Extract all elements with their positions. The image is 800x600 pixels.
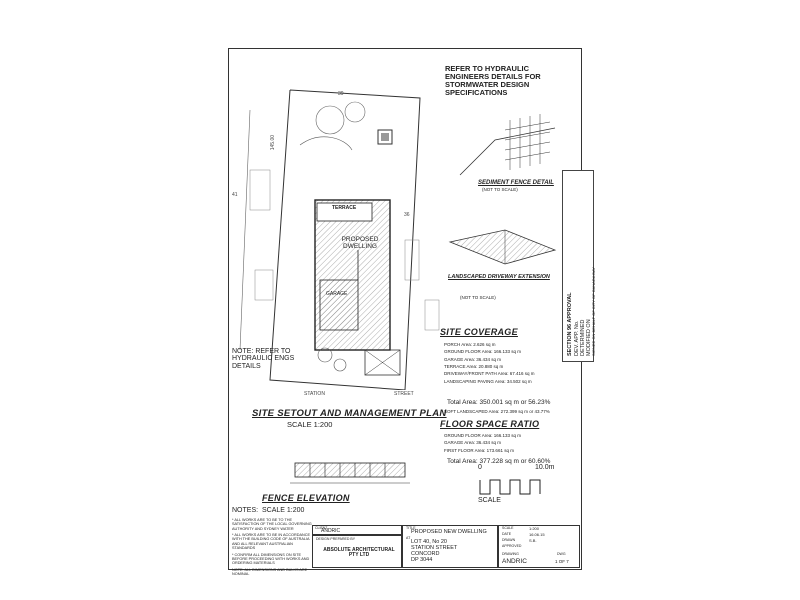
scale-bar-start: 0 (478, 464, 482, 471)
fsr-total: Total Area: 377.228 sq m or 60.60% (447, 458, 551, 465)
designed-by-label: DESIGN PREPARED BY (316, 537, 356, 541)
dwg-number: 1 OF 7 (555, 559, 569, 564)
sediment-fence-detail (459, 114, 556, 176)
dwelling-label: PROPOSED DWELLING (341, 236, 379, 250)
coverage-row: LANDSCAPING PAVING Area: 34.502 sq m (444, 378, 532, 384)
site-plan-drawing (239, 89, 440, 390)
site-plan-title: SITE SETOUT AND MANAGEMENT PLAN (252, 408, 447, 419)
fsr-row: FIRST FLOOR Area: 173.661 sq m (444, 447, 514, 453)
coverage-row: TERRACE Area: 20.880 sq m (444, 363, 504, 369)
fsr-list: GROUND FLOOR Area: 166.133 sq m GARAGE A… (444, 433, 522, 456)
drawing-label: DRAWING (502, 552, 519, 556)
fence-scale: SCALE 1:200 (262, 507, 305, 514)
stamp-line: SIGNED ON BEHALF OF CITY OF CANADA BAY (591, 267, 596, 356)
address-line-2: STATION STREET (411, 545, 458, 551)
notes-title: NOTES: (232, 507, 259, 514)
sediment-fence-title: SEDIMENT FENCE DETAIL (478, 180, 554, 186)
lot-number-mid: 36 (404, 212, 410, 218)
garage-label: GARAGE (326, 291, 348, 297)
fence-elevation-drawing (290, 462, 410, 484)
coverage-row: DRIVEWAY/FRONT PATH Area: 67.416 sq m (444, 371, 535, 377)
note-footer: NOTE: ALL DIMENSIONS AND BULKS ARE NOMIN… (232, 567, 308, 576)
project-title: PROPOSED NEW DWELLING (411, 529, 487, 535)
address-line-3: CONCORD (411, 551, 440, 557)
drawing-info-cell: SCALE 1:200 DATE 16.06.15 DRAWN S.B. APP… (498, 525, 580, 568)
scale-bar-end: 10.0m (535, 464, 555, 471)
client-label: CLIENT (315, 526, 328, 530)
site-coverage-list: PORCH Area: 2.626 sq m GROUND FLOOR Area… (444, 342, 535, 387)
fsr-title: FLOOR SPACE RATIO (440, 419, 540, 429)
date-label: DATE (502, 532, 512, 536)
site-plan-scale: SCALE 1:200 (287, 420, 333, 429)
not-to-scale-1: (NOT TO SCALE) (482, 187, 518, 192)
site-coverage-total: Total Area: 350.001 sq m or 56.23% (447, 399, 551, 406)
coverage-row: GARAGE Area: 36.434 sq m (444, 356, 502, 362)
note-item: * ALL WORKS ARE TO BE IN ACCORDANCE WITH… (232, 533, 310, 551)
coverage-row: GROUND FLOOR Area: 166.133 sq m (444, 349, 522, 355)
stamp-line: SECTION 96 APPROVAL (567, 292, 573, 356)
deposited-plan: DP 3044 (411, 557, 433, 563)
note-item: * ALL WORKS ARE TO BE TO THE SATISFACTIO… (232, 518, 312, 531)
project-cell: TITLE PROPOSED NEW DWELLING AT LOT 40, N… (402, 525, 498, 568)
fsr-row: GROUND FLOOR Area: 166.133 sq m (444, 433, 522, 438)
at-label: AT (406, 536, 411, 540)
lot-number-top: 39 (338, 91, 344, 97)
not-to-scale-2: (NOT TO SCALE) (460, 295, 496, 300)
coverage-row: PORCH Area: 2.626 sq m (444, 342, 496, 347)
drawn-label: DRAWN (502, 538, 516, 542)
client-cell: CLIENT ANDRIC (312, 525, 402, 535)
driveway-detail (448, 229, 557, 265)
council-approval-stamp: SECTION 96 APPROVAL DEV. APP. No. DETERM… (562, 170, 596, 362)
notes-list: * ALL WORKS ARE TO BE TO THE SATISFACTIO… (232, 518, 312, 576)
title-block: CLIENT ANDRIC DESIGN PREPARED BY ABSOLUT… (228, 525, 580, 568)
lot-dimension: 145.00 (270, 134, 277, 151)
fsr-row: GARAGE Area: 36.434 sq m (444, 440, 502, 446)
terrace-label: TERRACE (332, 205, 357, 211)
firm-name: ABSOLUTE ARCHITECTURAL PTY LTD (323, 547, 395, 559)
note-item: * CONFIRM ALL DIMENSIONS ON SITE BEFORE … (232, 552, 310, 566)
designer-cell: DESIGN PREPARED BY ABSOLUTE ARCHITECTURA… (312, 535, 402, 568)
client-name: ANDRIC (321, 528, 341, 534)
scale-label: SCALE (502, 526, 514, 530)
scale-value: 1:200 (529, 526, 540, 531)
title-label: TITLE (406, 526, 416, 530)
street-left-label: STATION (304, 391, 325, 397)
street-right-label: STREET (394, 391, 414, 397)
lot-number-side: 41 (232, 192, 238, 198)
fence-elevation-title: FENCE ELEVATION (262, 493, 350, 503)
scale-bar (479, 479, 541, 495)
scale-bar-label: SCALE (478, 497, 501, 504)
date-value: 16.06.15 (529, 532, 545, 537)
dwg-label: DWG (557, 552, 566, 556)
soft-landscape-area: SOFT LANDSCAPED Area: 272.399 sq m or 43… (444, 409, 550, 414)
approved-label: APPROVED (502, 544, 522, 548)
drawn-value: S.B. (529, 538, 537, 543)
driveway-detail-title: LANDSCAPED DRIVEWAY EXTENSION (448, 274, 550, 280)
site-coverage-title: SITE COVERAGE (440, 327, 518, 337)
hydraulic-engs-note: NOTE: REFER TO HYDRAULIC ENGS DETAILS (232, 348, 295, 370)
hydraulic-note: REFER TO HYDRAULIC ENGINEERS DETAILS FOR… (445, 64, 541, 97)
address-line-1: LOT 40, No 20 (411, 539, 447, 545)
drawing-name: ANDRIC (502, 558, 527, 565)
